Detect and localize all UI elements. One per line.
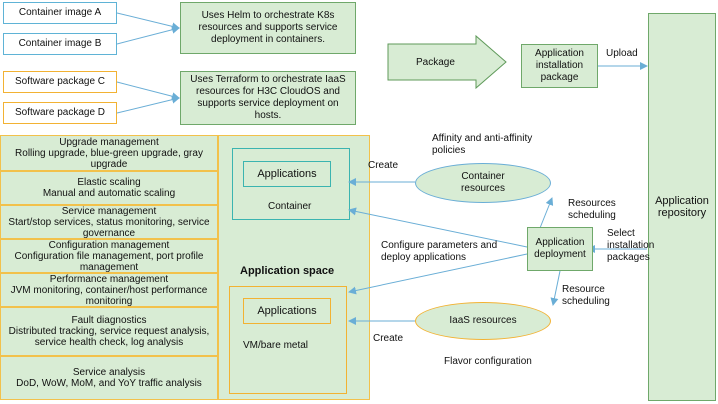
management-item-title: Configuration management bbox=[48, 239, 170, 251]
vm-applications: Applications bbox=[243, 298, 331, 324]
iaas-resources: IaaS resources bbox=[415, 302, 551, 340]
vm-label: VM/bare metal bbox=[243, 340, 309, 351]
application-repository: Application repository bbox=[648, 13, 716, 401]
management-item-title: Elastic scaling bbox=[77, 177, 141, 188]
application-space-title: Application space bbox=[240, 265, 335, 277]
app-installation-package: Application installation package bbox=[521, 44, 598, 88]
upload-label: Upload bbox=[606, 48, 638, 59]
create-bottom-label: Create bbox=[373, 333, 404, 344]
container-image-b: Container image B bbox=[3, 33, 117, 55]
application-deployment: Application deployment bbox=[527, 227, 593, 271]
select-packages-label: Select installation packages bbox=[607, 228, 655, 263]
terraform-note: Uses Terraform to orchestrate IaaS resou… bbox=[180, 71, 356, 125]
management-item-desc: JVM monitoring, container/host performan… bbox=[10, 284, 208, 307]
create-top-label: Create bbox=[368, 160, 399, 171]
affinity-label: Affinity and anti-affinity policies bbox=[432, 133, 533, 156]
package-label: Package bbox=[416, 57, 455, 68]
container-applications: Applications bbox=[243, 161, 331, 187]
management-item-title: Performance management bbox=[49, 273, 169, 285]
software-package-d: Software package D bbox=[3, 102, 117, 124]
management-item-desc: Start/stop services, status monitoring, … bbox=[8, 216, 210, 239]
management-item-title: Service management bbox=[61, 205, 157, 217]
container-label: Container bbox=[268, 201, 312, 212]
configure-label: Configure parameters and deploy applicat… bbox=[381, 240, 498, 263]
management-item-title: Fault diagnostics bbox=[71, 315, 147, 326]
vm-group bbox=[229, 286, 347, 394]
management-item-title: Upgrade management bbox=[59, 136, 159, 148]
management-item-title: Service analysis bbox=[72, 367, 146, 378]
flavor-label: Flavor configuration bbox=[444, 356, 532, 367]
management-item-desc: Distributed tracking, service request an… bbox=[8, 326, 210, 348]
software-package-c: Software package C bbox=[3, 71, 117, 93]
helm-note: Uses Helm to orchestrate K8s resources a… bbox=[180, 2, 356, 54]
management-item-desc: Configuration file management, port prof… bbox=[14, 250, 204, 273]
resource-scheduling-bottom-label: Resource scheduling bbox=[562, 284, 610, 307]
management-item-desc: Rolling upgrade, blue-green upgrade, gra… bbox=[15, 147, 203, 170]
resources-scheduling-top-label: Resources scheduling bbox=[568, 198, 616, 221]
management-item-desc: Manual and automatic scaling bbox=[42, 188, 176, 199]
container-resources: Container resources bbox=[415, 163, 551, 203]
management-item-desc: DoD, WoW, MoM, and YoY traffic analysis bbox=[16, 378, 202, 389]
container-image-a: Container image A bbox=[3, 2, 117, 24]
